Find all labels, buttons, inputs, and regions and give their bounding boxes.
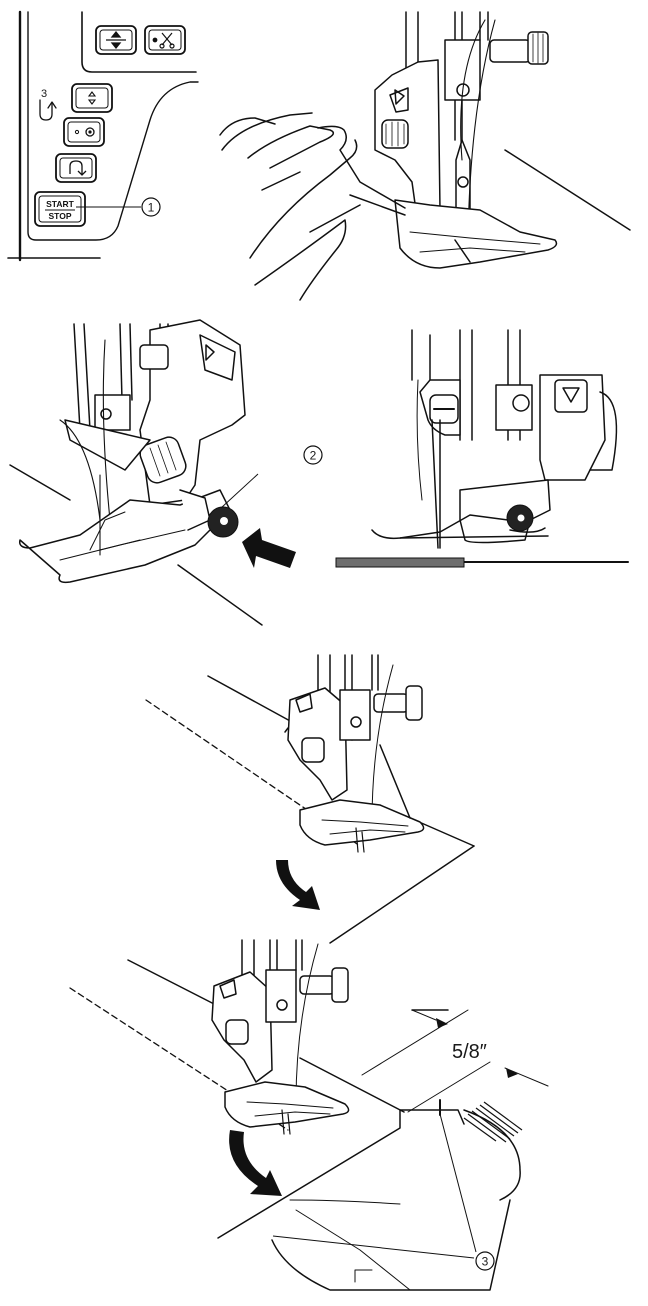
svg-text:1: 1 bbox=[148, 201, 155, 215]
measure-arrow-bottom bbox=[506, 1068, 518, 1078]
pivot-arrow-2-icon bbox=[229, 1130, 282, 1196]
reverse-stitch-icon bbox=[69, 160, 87, 176]
seam-guide-markings bbox=[463, 1101, 523, 1143]
up-down-arrows-icon bbox=[106, 30, 126, 50]
pivot-arrow-icon bbox=[276, 860, 320, 910]
thread-cutter-button[interactable] bbox=[144, 25, 186, 55]
dot-circle-icon bbox=[74, 127, 95, 137]
callout-3-leader-b bbox=[439, 1113, 477, 1253]
control-panel-illustration bbox=[7, 10, 199, 262]
push-arrow-icon bbox=[242, 528, 296, 568]
callout-3-leader-a bbox=[272, 1235, 475, 1259]
presser-foot-hand-illustration bbox=[219, 11, 631, 301]
pivot-seam-guide-illustration bbox=[69, 939, 549, 1291]
auto-lock-button[interactable] bbox=[63, 117, 105, 147]
callout-3: 3 bbox=[475, 1251, 495, 1271]
reverse-button[interactable] bbox=[55, 153, 97, 183]
sewing-corner-illustration bbox=[145, 654, 475, 944]
stop-label: STOP bbox=[49, 211, 72, 221]
fabric-layer-shaded bbox=[335, 557, 465, 568]
needle-up-down-button[interactable] bbox=[71, 83, 113, 113]
scissors-icon bbox=[152, 32, 175, 49]
seam-guide-button-icon bbox=[207, 506, 239, 538]
up-down-position-button[interactable] bbox=[95, 25, 137, 55]
start-stop-button[interactable]: START STOP bbox=[34, 191, 86, 227]
callout-1: 1 bbox=[141, 197, 161, 217]
measure-arrow-top bbox=[436, 1018, 448, 1028]
callout-2: 2 bbox=[303, 445, 323, 465]
start-label: START bbox=[46, 199, 75, 209]
seam-guide-button-side-icon bbox=[506, 504, 534, 532]
foot-button-illustration bbox=[9, 319, 263, 626]
seam-allowance-label: 5/8″ bbox=[452, 1041, 487, 1063]
callout-2-leader bbox=[220, 473, 259, 509]
side-view-foot-illustration bbox=[371, 329, 629, 563]
svg-text:2: 2 bbox=[310, 449, 317, 463]
reverse-number-label: 3 bbox=[41, 88, 47, 100]
needle-up-down-icon bbox=[87, 91, 97, 105]
svg-text:3: 3 bbox=[482, 1255, 489, 1269]
